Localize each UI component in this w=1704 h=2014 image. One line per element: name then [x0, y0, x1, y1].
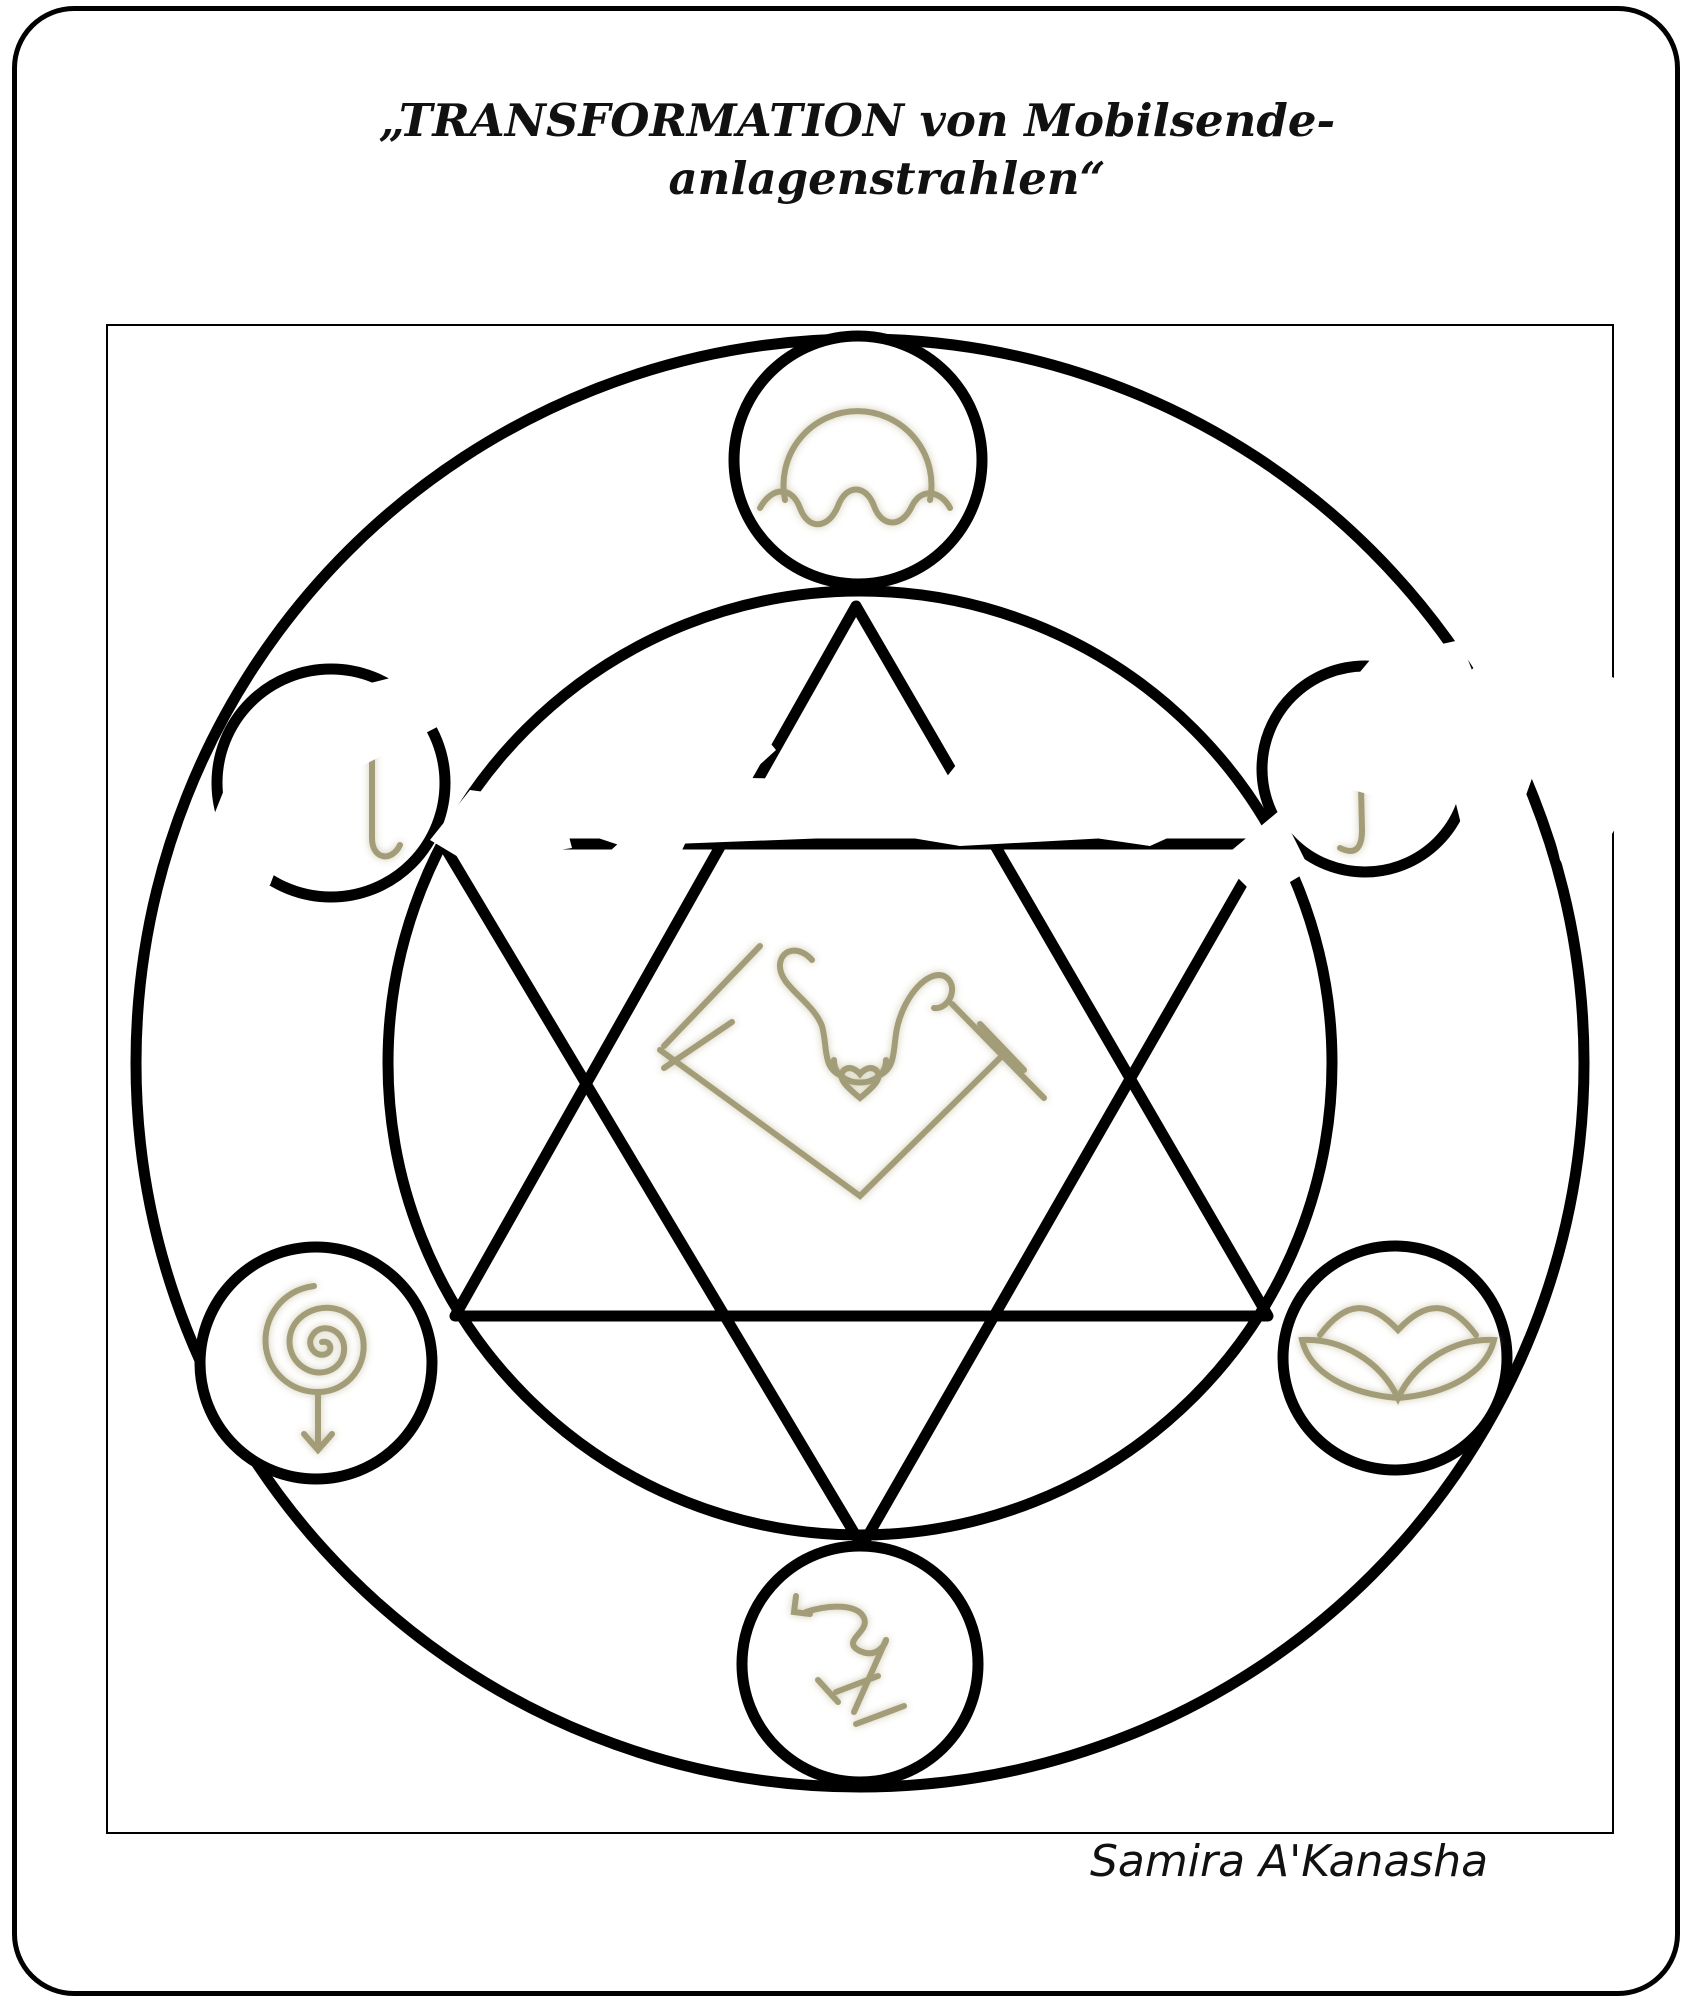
triangle-down	[437, 838, 1271, 1552]
small-circle-lower-right	[1277, 1240, 1513, 1476]
author-signature: Samira A'Kanasha	[1090, 1836, 1489, 1887]
title-line-1: „TRANSFORMATION von Mobilsende-	[378, 94, 1336, 147]
heart-vessel-symbol	[1298, 1305, 1498, 1405]
page-title: „TRANSFORMATION von Mobilsende- anlagens…	[0, 92, 1704, 208]
inner-circle	[382, 585, 1338, 1541]
heart-cross-symbol	[657, 943, 1047, 1200]
small-circle-lower-left	[194, 1241, 438, 1485]
title-line-2: anlagenstrahlen“	[668, 152, 1106, 205]
small-circle-top	[728, 330, 988, 590]
return-arrow-symbol	[790, 1593, 907, 1727]
triangle-up	[449, 600, 1274, 1322]
wave-arch-symbol	[757, 408, 953, 528]
spiral-arrow-symbol	[262, 1283, 367, 1455]
small-circle-bottom	[736, 1540, 984, 1788]
white-overlay-strokes	[212, 640, 1660, 900]
hook-symbol	[369, 749, 403, 860]
square-frame	[106, 324, 1614, 1834]
